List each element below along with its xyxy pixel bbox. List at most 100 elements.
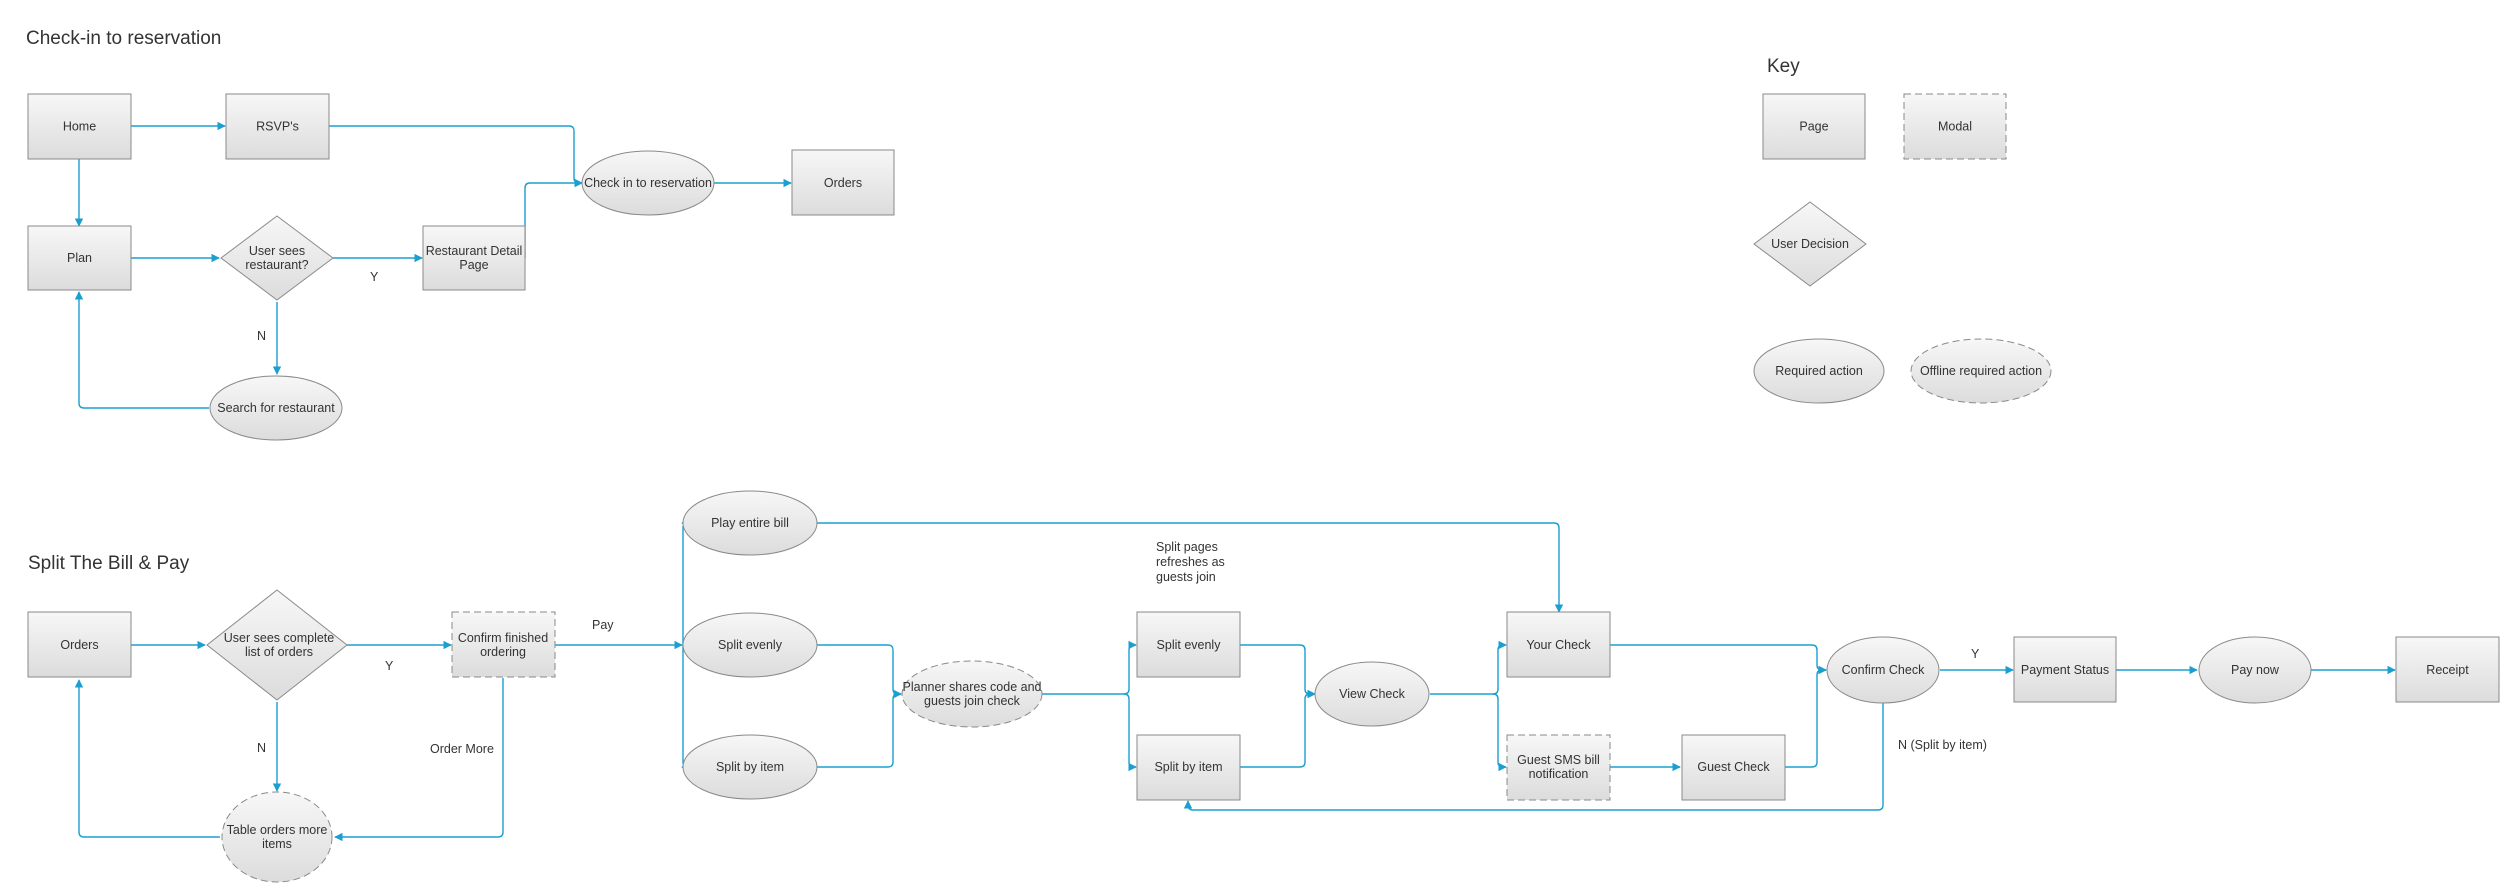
node-restaurant-detail[interactable]: Restaurant Detail Page (422, 225, 526, 291)
key-required: Required action (1753, 338, 1885, 404)
edge-splititem-planner (817, 689, 902, 768)
node-split-decision[interactable]: User sees complete list of orders (206, 589, 348, 701)
edge-confirm-table (334, 678, 504, 842)
node-pay-now[interactable]: Pay now (2198, 636, 2312, 704)
node-pay-now-label: Pay now (2231, 663, 2280, 677)
node-split-orders[interactable]: Orders (27, 611, 132, 678)
node-payment-status[interactable]: Payment Status (2013, 636, 2117, 703)
checkin-edges (74, 121, 792, 409)
node-your-check[interactable]: Your Check (1506, 611, 1611, 678)
node-checkin-decision[interactable]: User sees restaurant? (220, 215, 334, 301)
node-confirm-ordering-line2: ordering (480, 645, 526, 659)
note-line2: refreshes as (1156, 555, 1225, 569)
edge-yourcheck-confirm (1610, 644, 1827, 675)
edge-guestcheck-confirm (1785, 665, 1827, 768)
node-split-orders-label: Orders (60, 638, 98, 652)
key-offline-label: Offline required action (1920, 364, 2042, 378)
node-restaurant-line1: Restaurant Detail (426, 244, 523, 258)
note-line1: Split pages (1156, 540, 1218, 554)
edge-table-orders (74, 679, 220, 838)
node-split-evenly-page[interactable]: Split evenly (1136, 611, 1241, 678)
key-offline: Offline required action (1910, 338, 2052, 404)
node-receipt[interactable]: Receipt (2395, 636, 2500, 703)
edge-planner-splititem (1123, 693, 1137, 772)
key-title: Key (1767, 56, 1800, 77)
edge-play-yourcheck (817, 522, 1564, 613)
key-decision: User Decision (1753, 201, 1867, 287)
node-split-evenly-action[interactable]: Split evenly (682, 612, 818, 678)
checkin-label-y: Y (370, 270, 379, 284)
edge-splitevenly-planner (817, 644, 902, 699)
node-table-orders-line1: Table orders more (227, 823, 328, 837)
node-plan[interactable]: Plan (27, 225, 132, 291)
edge-restaurant-checkin (524, 178, 583, 258)
node-home-label: Home (63, 120, 96, 134)
key-modal-label: Modal (1938, 120, 1972, 134)
node-guest-check-label: Guest Check (1697, 760, 1770, 774)
split-section-title: Split The Bill & Pay (28, 553, 190, 574)
split-label-y2: Y (1971, 647, 1980, 661)
node-checkin-orders[interactable]: Orders (791, 149, 895, 216)
split-edges (74, 518, 2396, 842)
node-confirm-ordering[interactable]: Confirm finished ordering (451, 611, 556, 678)
node-restaurant-line2: Page (459, 258, 488, 272)
checkin-label-n: N (257, 329, 266, 343)
node-receipt-label: Receipt (2426, 663, 2469, 677)
key-page: Page (1762, 93, 1866, 160)
node-table-orders-line2: items (262, 837, 292, 851)
node-payment-status-label: Payment Status (2021, 663, 2109, 677)
node-guest-sms-line2: notification (1529, 767, 1589, 781)
node-split-evenly-page-label: Split evenly (1157, 638, 1222, 652)
edge-confirm-splititem-back (1183, 703, 1884, 811)
node-guest-sms[interactable]: Guest SMS bill notification (1506, 734, 1611, 801)
node-split-decision-line2: list of orders (245, 645, 313, 659)
key-decision-label: User Decision (1771, 237, 1849, 251)
split-pages-note: Split pages refreshes as guests join (1156, 540, 1225, 584)
edge-splitevenly-view (1240, 644, 1316, 699)
node-your-check-label: Your Check (1526, 638, 1591, 652)
node-split-item-page[interactable]: Split by item (1136, 734, 1241, 801)
node-split-item-action-label: Split by item (716, 760, 784, 774)
node-planner-line1: Planner shares code and (903, 680, 1042, 694)
key-required-label: Required action (1775, 364, 1863, 378)
node-checkin-orders-label: Orders (824, 176, 862, 190)
split-label-n-split: N (Split by item) (1898, 738, 1987, 752)
node-rsvps-label: RSVP's (256, 120, 299, 134)
node-search-label: Search for restaurant (217, 401, 335, 415)
node-split-item-action[interactable]: Split by item (682, 734, 818, 800)
edge-view-yourcheck (1430, 640, 1507, 695)
edge-pay-play (681, 518, 690, 645)
node-confirm-check-label: Confirm Check (1842, 663, 1925, 677)
node-split-item-page-label: Split by item (1154, 760, 1222, 774)
node-guest-check[interactable]: Guest Check (1681, 734, 1786, 801)
node-planner-line2: guests join check (924, 694, 1021, 708)
node-guest-sms-line1: Guest SMS bill (1517, 753, 1600, 767)
checkin-section-title: Check-in to reservation (26, 28, 221, 49)
node-split-decision-line1: User sees complete (224, 631, 335, 645)
node-rsvps[interactable]: RSVP's (225, 93, 330, 160)
key-modal: Modal (1903, 93, 2007, 160)
node-checkin-decision-line2: restaurant? (245, 258, 308, 272)
node-split-evenly-action-label: Split evenly (718, 638, 783, 652)
node-confirm-check[interactable]: Confirm Check (1826, 636, 1940, 704)
node-confirm-ordering-line1: Confirm finished (458, 631, 548, 645)
node-planner-shares[interactable]: Planner shares code and guests join chec… (901, 660, 1043, 728)
key-page-label: Page (1799, 120, 1828, 134)
node-play-entire[interactable]: Play entire bill (682, 490, 818, 556)
note-line3: guests join (1156, 570, 1216, 584)
node-view-check-label: View Check (1339, 687, 1406, 701)
split-label-y: Y (385, 659, 394, 673)
edge-pay-splititem (681, 645, 690, 772)
node-view-check[interactable]: View Check (1314, 661, 1430, 727)
split-label-n: N (257, 741, 266, 755)
node-check-in[interactable]: Check in to reservation (581, 150, 715, 216)
node-search-restaurant[interactable]: Search for restaurant (209, 375, 343, 441)
node-plan-label: Plan (67, 251, 92, 265)
node-home[interactable]: Home (27, 93, 132, 160)
node-check-in-label: Check in to reservation (584, 176, 712, 190)
node-checkin-decision-line1: User sees (249, 244, 305, 258)
node-table-orders[interactable]: Table orders more items (221, 791, 333, 883)
edge-planner-splitevenly (1042, 640, 1137, 695)
node-play-entire-label: Play entire bill (711, 516, 789, 530)
